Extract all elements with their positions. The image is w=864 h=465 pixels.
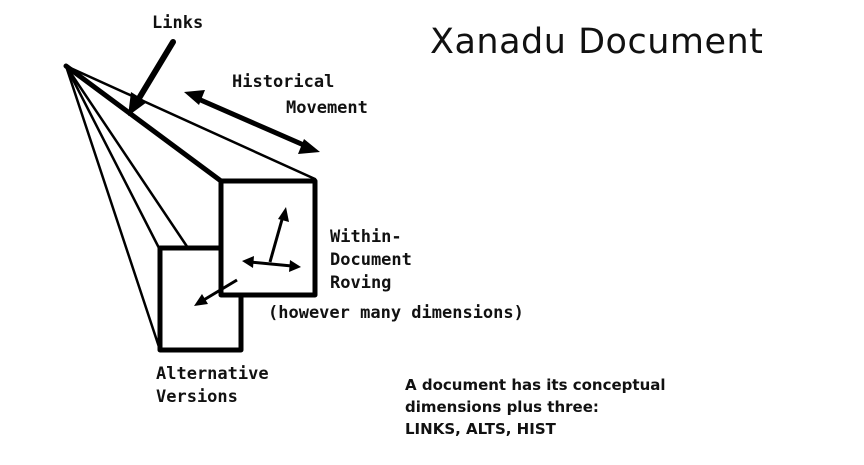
alternative-versions-label: Alternative Versions — [156, 363, 269, 409]
within-label-line1: Within- — [330, 227, 402, 247]
current-document-box — [218, 178, 318, 298]
perspective-line — [64, 64, 162, 252]
historical-label-line2: Movement — [286, 98, 368, 118]
within-label-line3: Roving — [330, 273, 392, 293]
links-arrow — [128, 39, 176, 116]
within-document-roving-label: Within- Document Roving — [330, 226, 412, 295]
alternative-version-box — [157, 245, 244, 353]
caption: A document has its conceptual dimensions… — [405, 374, 666, 440]
alternative-label-line2: Versions — [156, 387, 238, 407]
roving-arrows — [242, 207, 301, 272]
historical-movement-arrow — [184, 90, 320, 154]
caption-line1: A document has its conceptual — [405, 376, 666, 394]
perspective-line — [64, 64, 162, 352]
alternative-versions-arrow — [194, 278, 238, 306]
perspective-line — [64, 64, 190, 250]
caption-line2: dimensions plus three: — [405, 398, 599, 416]
historical-label-line1: Historical — [232, 72, 335, 92]
within-label-line2: Document — [330, 250, 412, 270]
alternative-label-line1: Alternative — [156, 364, 269, 384]
perspective-line — [63, 63, 224, 184]
diagram-title: Xanadu Document — [430, 22, 764, 62]
however-many-dimensions-label: (however many dimensions) — [268, 303, 524, 323]
caption-line3: LINKS, ALTS, HIST — [405, 420, 556, 438]
perspective-line — [64, 64, 317, 181]
links-label: Links — [152, 13, 204, 33]
